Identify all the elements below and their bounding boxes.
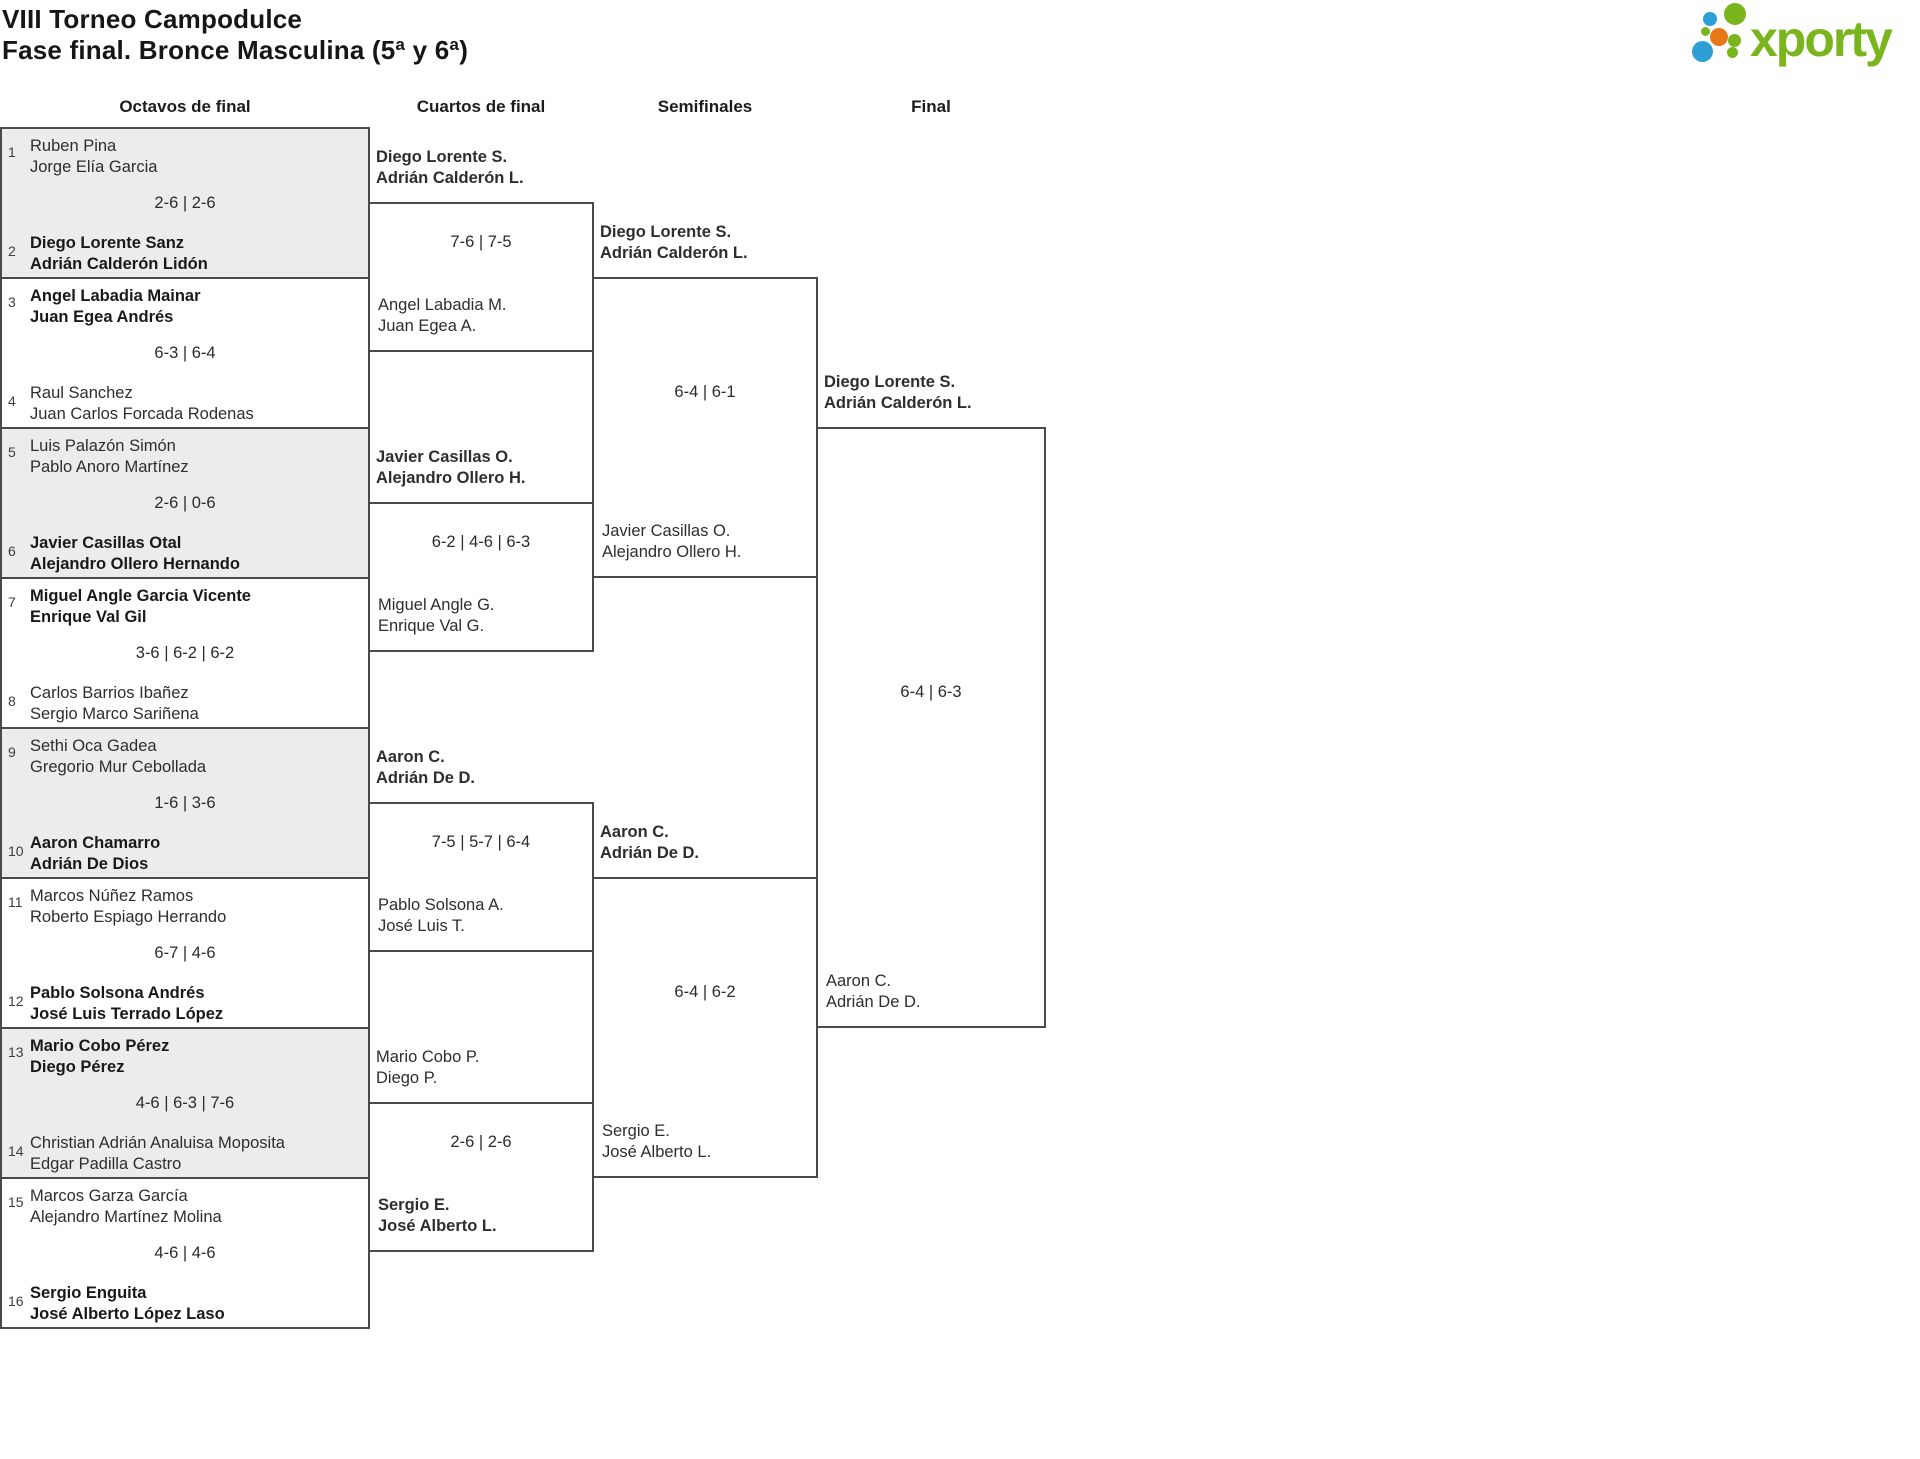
logo-dot-icon (1727, 47, 1738, 58)
qf2-match-box: 6-2 | 4-6 | 6-3 Miguel Angle G.Enrique V… (368, 502, 594, 652)
qf3-bottom-team-label: Pablo Solsona A.José Luis T. (378, 896, 504, 935)
match-score: 6-4 | 6-3 (900, 683, 962, 701)
seed-number: 4 (8, 393, 16, 409)
seed-number: 10 (8, 843, 24, 859)
round-header-cuartos: Cuartos de final (416, 97, 546, 116)
sf2-bottom-team-label: Sergio E.José Alberto L. (602, 1122, 712, 1161)
seed-number: 16 (8, 1293, 24, 1309)
match-score: 6-3 | 6-4 (154, 344, 216, 362)
logo-dot-icon (1703, 12, 1717, 26)
qf3-top-team-label: Aaron C.Adrián De D. (376, 748, 476, 787)
seed-number: 15 (8, 1194, 24, 1210)
phase-name: Fase final. Bronce Masculina (5ª y 6ª) (2, 35, 469, 65)
qf3-match-box: 7-5 | 5-7 | 6-4 Pablo Solsona A.José Lui… (368, 802, 594, 952)
match-score: 2-6 | 2-6 (154, 194, 216, 212)
round-header-final: Final (911, 97, 951, 116)
final-match-box: 6-4 | 6-3 Aaron C.Adrián De D. (816, 427, 1046, 1028)
qf4-match-box: 2-6 | 2-6 Sergio E.José Alberto L. (368, 1102, 594, 1252)
sf1-match-box: 6-4 | 6-1 Javier Casillas O.Alejandro Ol… (592, 277, 818, 578)
qf4-top-team-label: Mario Cobo P.Diego P. (376, 1048, 480, 1087)
seed-number: 13 (8, 1044, 24, 1060)
final-bottom-team-label: Aaron C.Adrián De D. (826, 972, 921, 1011)
sf2-match-box: 6-4 | 6-2 Sergio E.José Alberto L. (592, 877, 818, 1178)
sf1-top-team-label: Diego Lorente S.Adrián Calderón L. (600, 223, 748, 262)
qf1-match-box: 7-6 | 7-5 Angel Labadia M.Juan Egea A. (368, 202, 594, 352)
seed-number: 2 (8, 243, 16, 259)
seed-number: 6 (8, 543, 16, 559)
qf2-bottom-team-label: Miguel Angle G.Enrique Val G. (378, 596, 495, 635)
match-score: 1-6 | 3-6 (154, 794, 216, 812)
qf1-top-team-label: Diego Lorente S.Adrián Calderón L. (376, 148, 524, 187)
seed-number: 9 (8, 744, 16, 760)
round-header-octavos: Octavos de final (119, 97, 251, 116)
seed-number: 12 (8, 993, 24, 1009)
logo-dot-icon (1724, 3, 1746, 25)
match-score: 4-6 | 6-3 | 7-6 (135, 1094, 235, 1112)
logo-dot-icon (1692, 41, 1713, 62)
match-score: 4-6 | 4-6 (154, 1244, 216, 1262)
seed-number: 11 (8, 894, 23, 910)
match-score: 3-6 | 6-2 | 6-2 (135, 644, 235, 662)
seed-number: 7 (8, 594, 16, 610)
brand-name: xporty (1750, 11, 1893, 67)
qf1-bottom-team-label: Angel Labadia M.Juan Egea A. (378, 296, 507, 335)
brand-logo[interactable]: xporty (1688, 3, 1920, 74)
seed-number: 1 (8, 144, 16, 160)
final-top-team-label: Diego Lorente S.Adrián Calderón L. (824, 373, 972, 412)
match-score: 7-5 | 5-7 | 6-4 (431, 833, 531, 851)
match-score: 6-4 | 6-2 (674, 983, 736, 1001)
logo-dot-icon (1728, 34, 1741, 47)
logo-dot-icon (1710, 28, 1728, 46)
qf4-bottom-team-label: Sergio E.José Alberto L. (378, 1196, 497, 1235)
match-score: 6-2 | 4-6 | 6-3 (431, 533, 531, 551)
qf2-top-team-label: Javier Casillas O.Alejandro Ollero H. (376, 448, 526, 487)
match-score: 2-6 | 2-6 (450, 1133, 512, 1151)
seed-number: 8 (8, 693, 16, 709)
match-score: 6-4 | 6-1 (674, 383, 736, 401)
seed-number: 5 (8, 444, 16, 460)
sf2-top-team-label: Aaron C.Adrián De D. (600, 823, 700, 862)
logo-dot-icon (1701, 27, 1710, 36)
match-score: 2-6 | 0-6 (154, 494, 216, 512)
seed-number: 3 (8, 294, 16, 310)
round-header-semifinales: Semifinales (657, 97, 753, 116)
seed-number: 14 (8, 1143, 24, 1159)
match-score: 7-6 | 7-5 (450, 233, 512, 251)
match-score: 6-7 | 4-6 (154, 944, 216, 962)
page-title: VIII Torneo Campodulce Fase final. Bronc… (2, 4, 468, 66)
tournament-name: VIII Torneo Campodulce (2, 4, 303, 34)
sf1-bottom-team-label: Javier Casillas O.Alejandro Ollero H. (602, 522, 742, 561)
